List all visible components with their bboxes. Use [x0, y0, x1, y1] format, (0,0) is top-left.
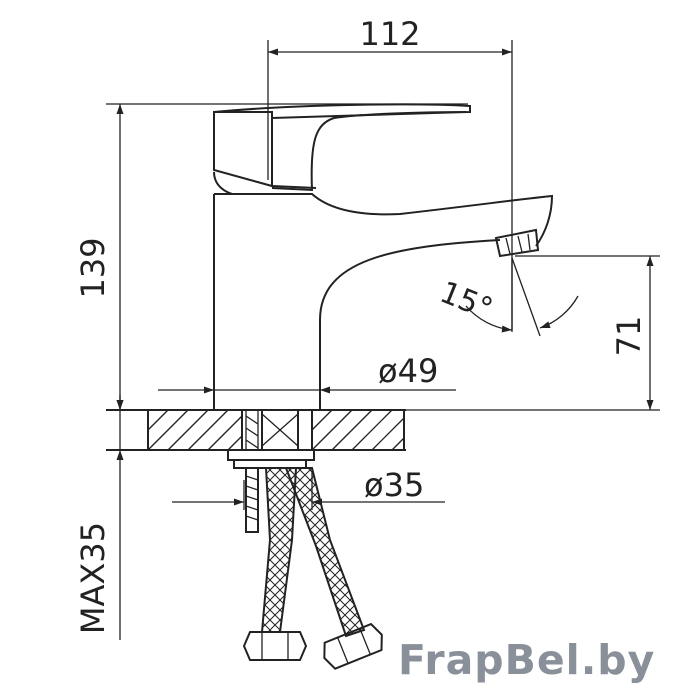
- dimension-139: 139: [74, 103, 468, 410]
- dimension-71: 71: [320, 255, 660, 411]
- dimension-max35-label: MAX35: [74, 522, 112, 634]
- dimension-d49: ø49: [158, 352, 456, 394]
- countertop-section: [106, 409, 406, 451]
- dimension-112-label: 112: [359, 15, 420, 53]
- angle-15: 15°: [435, 257, 579, 337]
- dimension-112: 112: [267, 15, 513, 330]
- dimension-d35: ø35: [172, 466, 445, 510]
- mounting-hardware: [227, 409, 383, 670]
- dimension-max35: MAX35: [74, 395, 240, 640]
- dimension-d35-label: ø35: [364, 466, 424, 504]
- dimension-d49-label: ø49: [378, 352, 438, 390]
- angle-15-label: 15°: [435, 275, 497, 327]
- watermark: FrapBel.by: [398, 636, 656, 684]
- dimension-71-label: 71: [610, 316, 648, 357]
- dimension-139-label: 139: [74, 237, 112, 298]
